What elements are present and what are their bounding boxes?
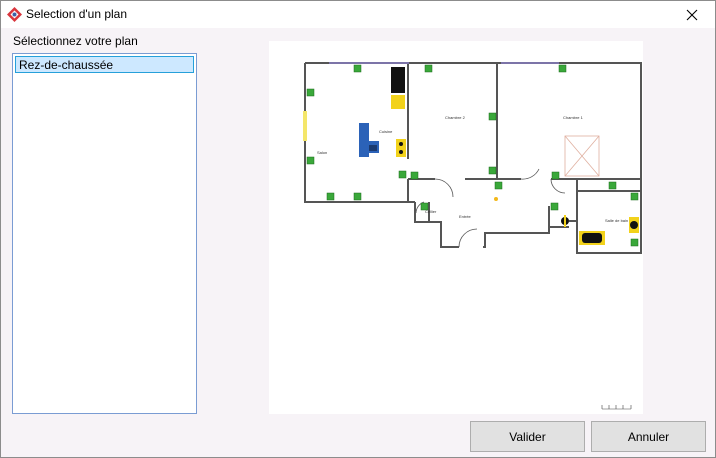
scale-bar — [601, 405, 632, 410]
app-logo-icon — [7, 7, 22, 22]
room-label-salon: Salon — [317, 150, 327, 155]
plan-list[interactable]: Rez-de-chaussée — [12, 53, 197, 414]
room-label-entree: Entrée — [459, 214, 472, 219]
cancel-button[interactable]: Annuler — [591, 421, 706, 452]
room-label-chambre1: Chambre 1 — [563, 115, 584, 120]
validate-button[interactable]: Valider — [470, 421, 585, 452]
room-label-cellier: Cellier — [425, 209, 437, 214]
room-label-cuisine: Cuisine — [379, 129, 393, 134]
title-bar: Selection d'un plan — [1, 1, 715, 28]
close-icon — [686, 9, 698, 20]
room-label-chambre2: Chambre 2 — [445, 115, 466, 120]
floorplan-preview: Cuisine Salon Chambre 2 Chambre 1 Entrée… — [269, 41, 643, 414]
select-plan-label: Sélectionnez votre plan — [13, 34, 138, 48]
window-title: Selection d'un plan — [26, 7, 128, 21]
close-button[interactable] — [669, 1, 715, 28]
list-item-rez-de-chaussee[interactable]: Rez-de-chaussée — [15, 56, 194, 73]
floorplan-drawing: Cuisine Salon Chambre 2 Chambre 1 Entrée… — [303, 62, 642, 410]
room-label-sdb: Salle de bain — [605, 218, 628, 223]
